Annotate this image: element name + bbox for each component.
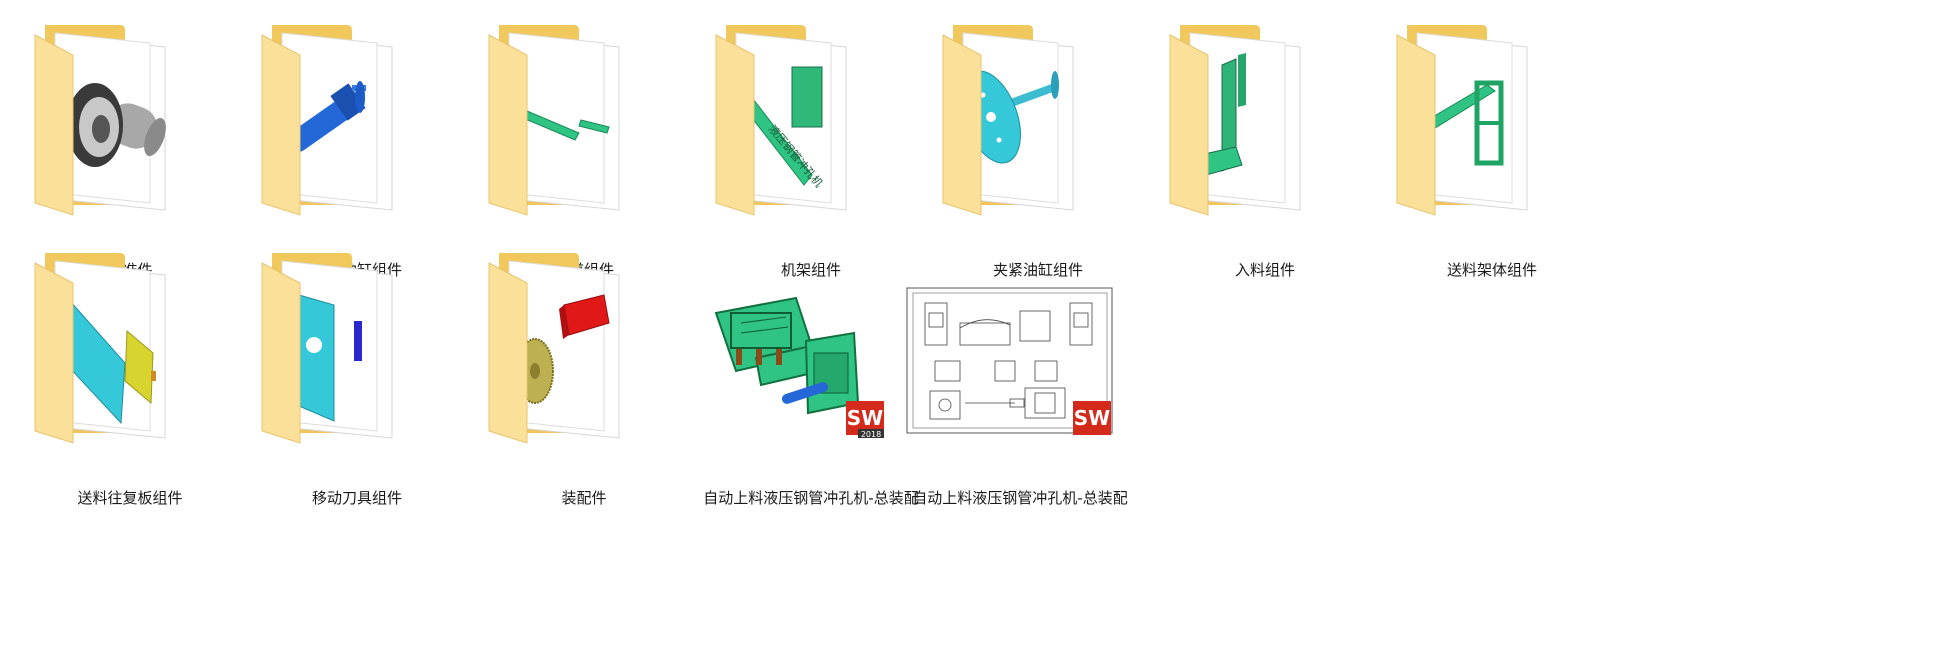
folder-item-punch-cylinder[interactable]: 冲孔油缸组件 bbox=[242, 25, 472, 279]
folder-item-reciprocating-plate[interactable]: 送料往复板组件 bbox=[15, 253, 245, 507]
item-label: 送料往复板组件 bbox=[77, 489, 183, 507]
folder-icon bbox=[242, 25, 472, 230]
item-label: 入料组件 bbox=[1234, 261, 1295, 279]
item-label: 送料架体组件 bbox=[1446, 261, 1537, 279]
folder-icon bbox=[469, 25, 699, 230]
folder-icon bbox=[923, 25, 1153, 230]
item-label: 自动上料液压钢管冲孔机-总装配 bbox=[912, 489, 1128, 507]
folder-icon bbox=[15, 25, 245, 230]
folder-item-clamp-cylinder[interactable]: 夹紧油缸组件 bbox=[923, 25, 1153, 279]
plate-model-icon bbox=[1199, 53, 1246, 176]
item-label: 装配件 bbox=[561, 489, 607, 507]
bolt-model-icon bbox=[67, 83, 166, 167]
folder-icon bbox=[1150, 25, 1380, 230]
assembly-thumbnail: SW 2018 bbox=[696, 253, 926, 458]
item-label: 自动上料液压钢管冲孔机-总装配 bbox=[703, 489, 919, 507]
folder-icon bbox=[15, 253, 245, 458]
item-label: 机架组件 bbox=[780, 261, 841, 279]
rail-model-icon bbox=[522, 110, 610, 141]
drawing-thumbnail: SW bbox=[905, 253, 1135, 458]
solidworks-badge-icon: SW 2018 bbox=[846, 401, 884, 439]
folder-item-slide-rail[interactable]: 滑道组件 bbox=[469, 25, 699, 279]
folder-item-feed-in[interactable]: 入料组件 bbox=[1150, 25, 1380, 279]
machine-model-icon bbox=[714, 296, 860, 415]
frame-body-model-icon bbox=[1418, 80, 1504, 166]
folder-item-standard-parts[interactable]: 标准件 bbox=[15, 25, 245, 279]
drawing-views-icon bbox=[924, 302, 1093, 420]
plate-model-icon bbox=[66, 299, 156, 425]
svg-text:2018: 2018 bbox=[861, 430, 881, 439]
svg-text:SW: SW bbox=[847, 406, 883, 430]
file-item-sw-drawing[interactable]: SW 自动上料液压钢管冲孔机-总装配 bbox=[905, 253, 1135, 507]
folder-icon bbox=[242, 253, 472, 458]
folder-icon bbox=[1377, 25, 1607, 230]
folder-item-frame[interactable]: 液压钢管冲孔机 机架组件 bbox=[696, 25, 926, 279]
item-label: 移动刀具组件 bbox=[311, 489, 402, 507]
folder-item-assembly[interactable]: 装配件 bbox=[469, 253, 699, 507]
folder-icon: 液压钢管冲孔机 bbox=[696, 25, 926, 230]
svg-text:SW: SW bbox=[1074, 406, 1110, 430]
file-item-sw-assembly[interactable]: SW 2018 自动上料液压钢管冲孔机-总装配 bbox=[696, 253, 926, 507]
folder-item-feed-frame[interactable]: 送料架体组件 bbox=[1377, 25, 1607, 279]
solidworks-badge-icon: SW bbox=[1073, 401, 1111, 435]
folder-icon bbox=[469, 253, 699, 458]
cutter-model-icon bbox=[291, 292, 362, 422]
item-label: 夹紧油缸组件 bbox=[992, 261, 1083, 279]
folder-item-moving-cutter[interactable]: 移动刀具组件 bbox=[242, 253, 472, 507]
cylinder-model-icon bbox=[286, 81, 366, 153]
